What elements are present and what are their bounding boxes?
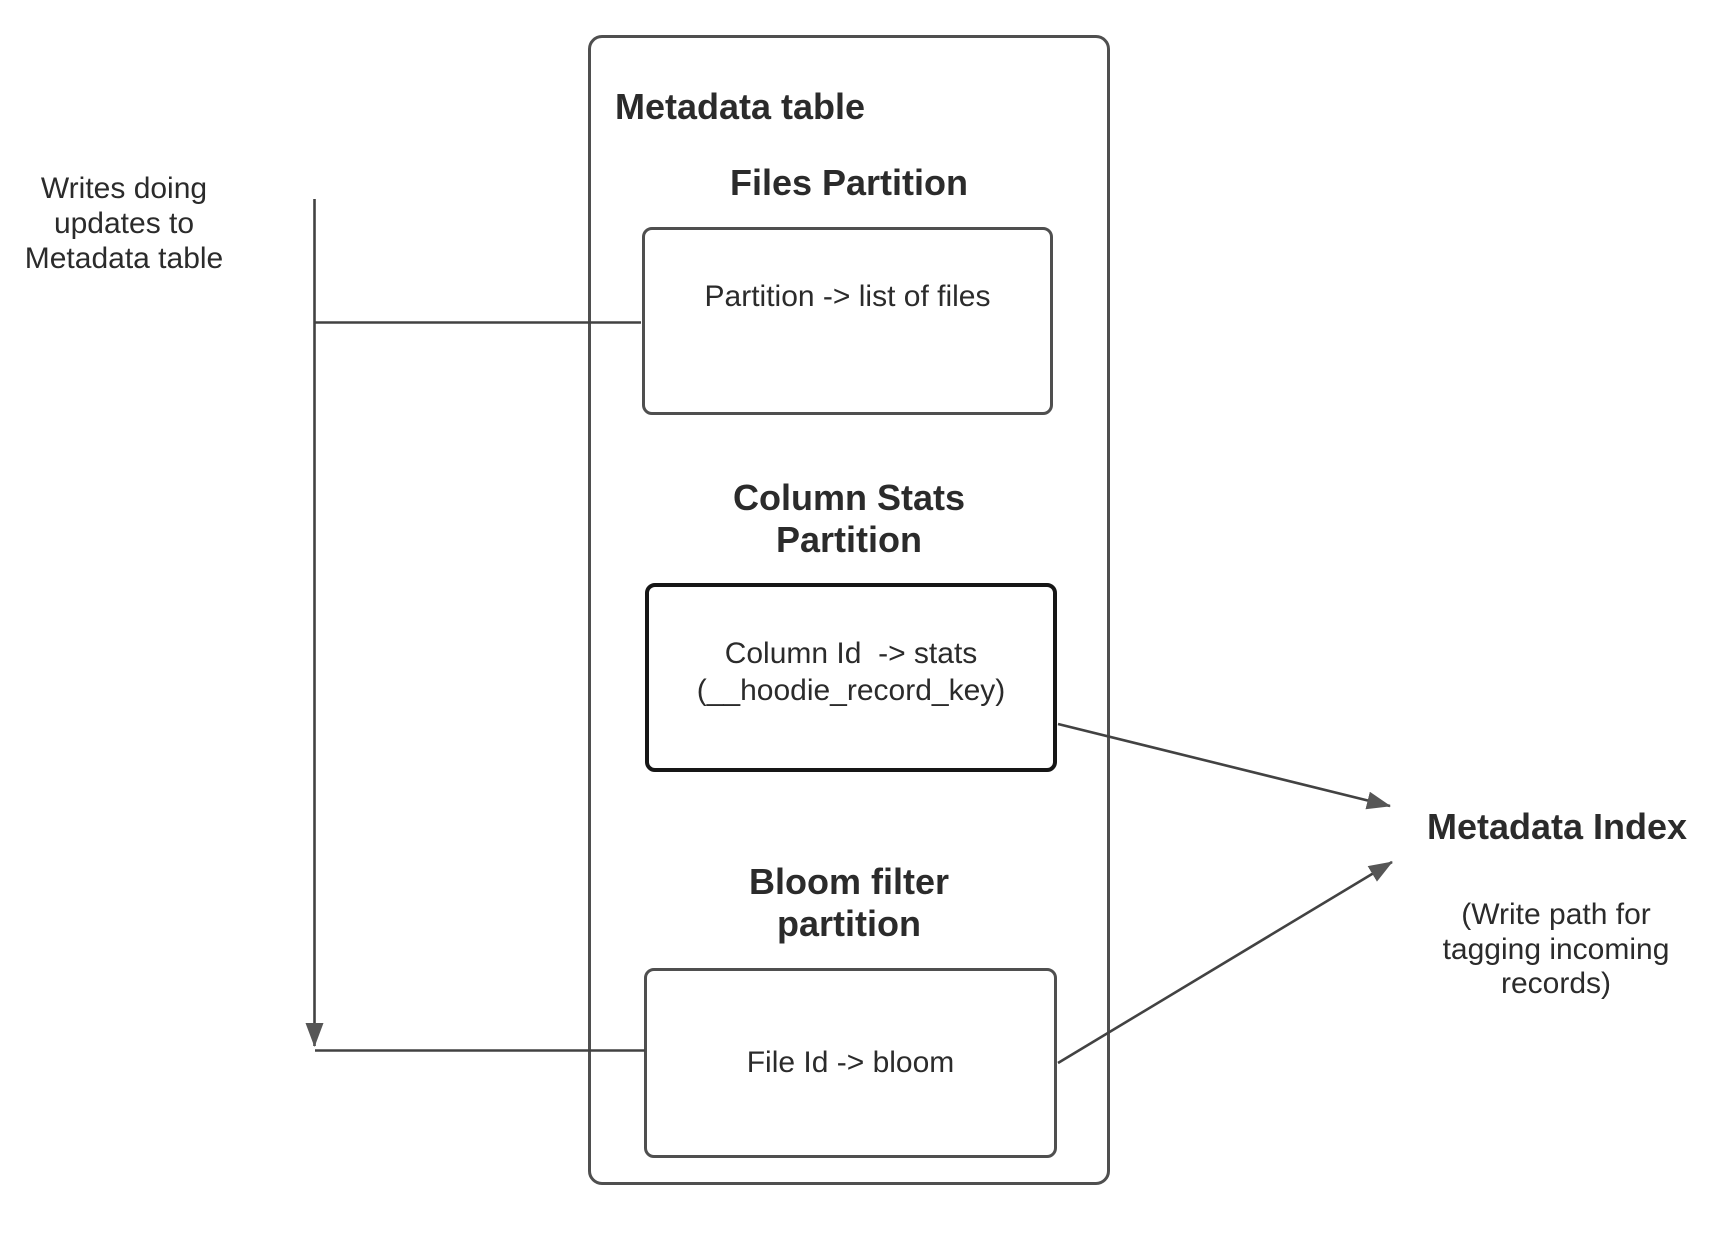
files-partition-mapping: Partition -> list of files	[704, 279, 991, 313]
bloom-filter-partition-box: File Id -> bloom	[644, 968, 1057, 1158]
writes-updates-note: Writes doing updates to Metadata table	[24, 172, 224, 275]
column-stats-partition-box: Column Id -> stats (__hoodie_record_key)	[645, 583, 1057, 772]
column-stats-partition-heading: Column Stats Partition	[732, 477, 965, 560]
bloom-filter-partition-heading: Bloom filter partition	[748, 861, 949, 944]
bloom-filter-mapping: File Id -> bloom	[746, 1045, 955, 1079]
metadata-table-container: Metadata table	[588, 35, 1110, 1185]
metadata-index-title: Metadata Index	[1426, 806, 1688, 847]
metadata-table-title: Metadata table	[615, 86, 866, 127]
files-partition-box: Partition -> list of files	[642, 227, 1053, 415]
metadata-index-note: (Write path for tagging incoming records…	[1442, 898, 1670, 1000]
column-stats-mapping: Column Id -> stats (__hoodie_record_key)	[696, 636, 1006, 707]
files-partition-heading: Files Partition	[729, 162, 969, 203]
